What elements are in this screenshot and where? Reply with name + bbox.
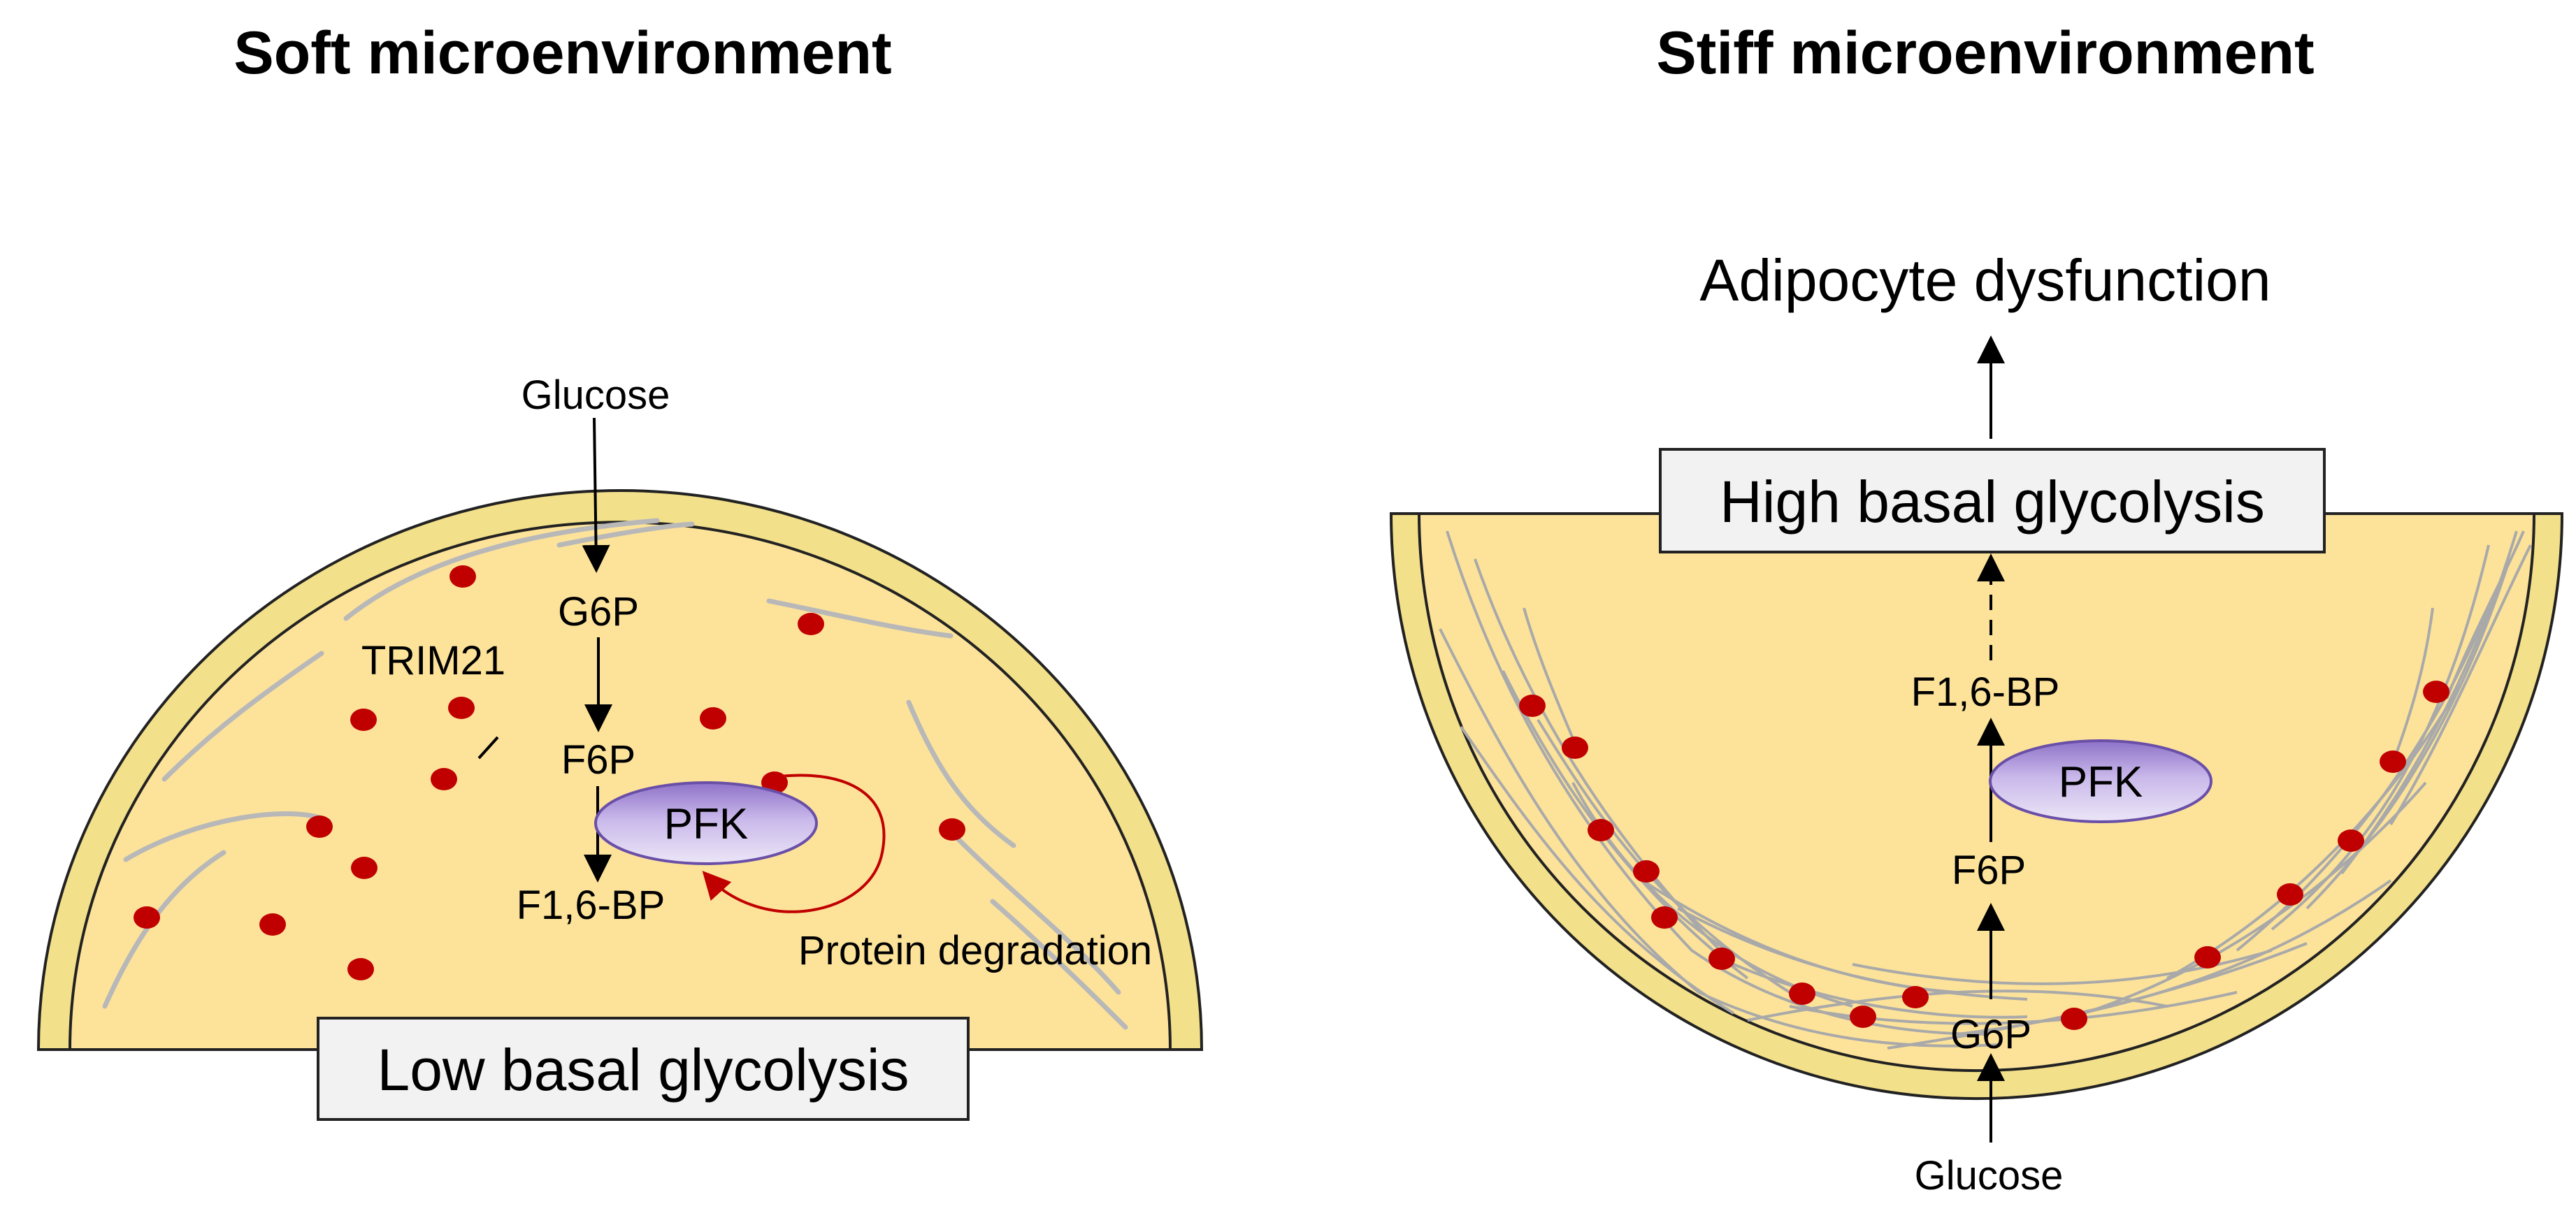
soft-g6p-label: G6P — [558, 589, 639, 634]
soft-pfk-label: PFK — [664, 800, 749, 848]
stiff-panel: Stiff microenvironment — [1389, 20, 2564, 1198]
stiff-f6p-label: F6P — [1952, 848, 2026, 893]
trim21-label: TRIM21 — [361, 638, 505, 683]
particle — [1633, 860, 1660, 883]
particle — [1850, 1006, 1876, 1028]
particle — [2380, 750, 2406, 773]
soft-glucose-label: Glucose — [521, 372, 670, 418]
stiff-pfk-label: PFK — [2059, 758, 2143, 806]
stiff-glycolysis-label: High basal glycolysis — [1720, 469, 2265, 535]
particle — [939, 818, 965, 841]
particle — [306, 815, 333, 838]
particle — [1651, 906, 1678, 929]
soft-fibers — [102, 518, 1128, 1030]
arrow-glucose-to-g6p — [582, 417, 610, 573]
stiff-panel-title: Stiff microenvironment — [1656, 20, 2314, 87]
particle — [134, 906, 160, 929]
stiff-f16bp-label: F1,6-BP — [1911, 669, 2060, 715]
stiff-fiber-mesh — [1439, 530, 2532, 1050]
particle — [1902, 986, 1929, 1008]
particle — [2061, 1008, 2087, 1030]
particle — [2277, 883, 2303, 906]
protein-degradation-arrow — [702, 774, 886, 913]
particle — [700, 707, 726, 730]
particle — [2338, 829, 2364, 852]
particle — [259, 913, 286, 936]
particle — [1519, 695, 1546, 717]
stiff-glycolysis-box — [1659, 448, 2326, 553]
soft-panel-title: Soft microenvironment — [233, 20, 891, 87]
soft-particles — [134, 565, 965, 980]
stiff-pfk-enzyme — [1989, 739, 2212, 823]
particle — [350, 709, 377, 731]
particle — [431, 768, 457, 790]
soft-outcome-box — [317, 1017, 970, 1121]
particle — [2194, 946, 2221, 969]
soft-outcome-label: Low basal glycolysis — [377, 1037, 909, 1103]
particle — [1789, 982, 1815, 1005]
soft-f6p-label: F6P — [561, 737, 635, 783]
particle — [449, 565, 476, 588]
soft-pfk-enzyme — [594, 781, 818, 865]
soft-panel: Soft microenvironment — [36, 20, 1204, 1121]
particle — [351, 857, 377, 879]
particle — [798, 613, 824, 635]
stiff-cell-cytoplasm — [1417, 512, 2536, 1073]
stiff-outcome-label: Adipocyte dysfunction — [1699, 247, 2271, 313]
soft-f16bp-label: F1,6-BP — [517, 883, 665, 928]
particle — [1588, 819, 1614, 841]
stiff-g6p-label: G6P — [1950, 1012, 2031, 1057]
stiff-glucose-label: Glucose — [1915, 1153, 2064, 1198]
stiff-particles — [1519, 681, 2449, 1030]
particle — [2423, 681, 2449, 703]
particle — [1562, 737, 1588, 759]
particle — [1708, 948, 1735, 970]
particle — [347, 958, 374, 980]
protein-degradation-label: Protein degradation — [798, 928, 1152, 973]
particle — [448, 697, 475, 719]
trim21-pointer — [477, 736, 499, 760]
